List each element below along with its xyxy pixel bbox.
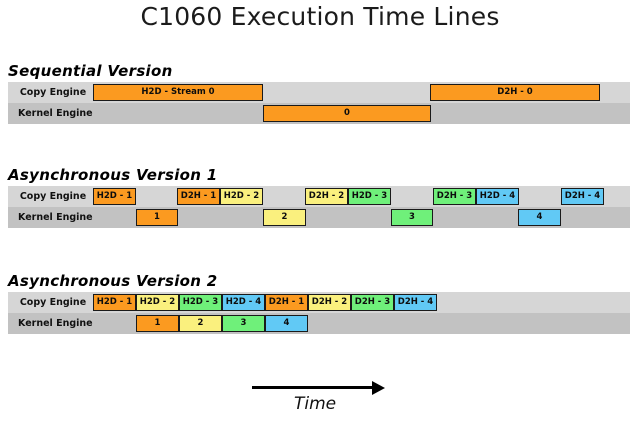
row-label-kernel: Kernel Engine bbox=[18, 108, 93, 119]
timeline-bar[interactable]: H2D - 3 bbox=[348, 188, 391, 205]
timeline-bar[interactable]: D2H - 1 bbox=[265, 294, 308, 311]
timeline-bar[interactable]: 3 bbox=[391, 209, 433, 226]
time-arrow-head bbox=[372, 381, 385, 395]
row-label-copy: Copy Engine bbox=[19, 87, 87, 98]
timeline-bar[interactable]: 4 bbox=[518, 209, 561, 226]
timeline-bar[interactable]: D2H - 2 bbox=[308, 294, 351, 311]
timeline-bar[interactable]: H2D - 1 bbox=[93, 294, 136, 311]
row-label-copy: Copy Engine bbox=[19, 191, 87, 202]
timeline-bar[interactable]: 1 bbox=[136, 315, 179, 332]
timeline-band-kernel bbox=[8, 313, 630, 334]
timeline-bar[interactable]: D2H - 3 bbox=[433, 188, 476, 205]
timeline-bar[interactable]: H2D - 2 bbox=[220, 188, 263, 205]
timeline-bar[interactable]: H2D - 2 bbox=[136, 294, 179, 311]
timeline-bar[interactable]: H2D - 4 bbox=[222, 294, 265, 311]
time-arrow-line bbox=[252, 386, 374, 389]
timeline-bar[interactable]: 3 bbox=[222, 315, 265, 332]
timeline-bar[interactable]: D2H - 1 bbox=[177, 188, 220, 205]
timeline-bar[interactable]: D2H - 0 bbox=[430, 84, 600, 101]
row-label-kernel: Kernel Engine bbox=[18, 212, 93, 223]
timeline-bar[interactable]: 0 bbox=[263, 105, 431, 122]
page-title: C1060 Execution Time Lines bbox=[140, 2, 500, 31]
timeline-bar[interactable]: 2 bbox=[263, 209, 306, 226]
section-heading: Asynchronous Version 1 bbox=[8, 166, 218, 184]
timeline-bar[interactable]: 4 bbox=[265, 315, 308, 332]
timeline-bar[interactable]: D2H - 2 bbox=[305, 188, 348, 205]
timeline-bar[interactable]: H2D - 1 bbox=[93, 188, 136, 205]
timeline-bar[interactable]: H2D - 4 bbox=[476, 188, 519, 205]
timeline-bar[interactable]: H2D - 3 bbox=[179, 294, 222, 311]
timeline-bar[interactable]: D2H - 3 bbox=[351, 294, 394, 311]
timeline-bar[interactable]: D2H - 4 bbox=[561, 188, 604, 205]
timeline-bar[interactable]: 1 bbox=[136, 209, 178, 226]
time-axis-label: Time bbox=[294, 394, 337, 414]
timeline-bar[interactable]: 2 bbox=[179, 315, 222, 332]
row-label-copy: Copy Engine bbox=[19, 297, 87, 308]
timeline-bar[interactable]: H2D - Stream 0 bbox=[93, 84, 263, 101]
row-label-kernel: Kernel Engine bbox=[18, 318, 93, 329]
timeline-bar[interactable]: D2H - 4 bbox=[394, 294, 437, 311]
section-heading: Sequential Version bbox=[8, 62, 173, 80]
section-heading: Asynchronous Version 2 bbox=[8, 272, 218, 290]
